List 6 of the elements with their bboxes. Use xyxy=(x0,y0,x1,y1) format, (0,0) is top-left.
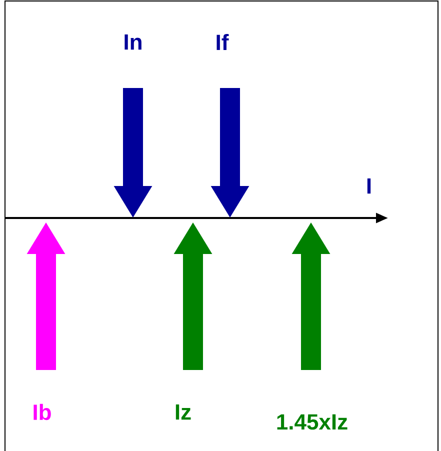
current-label: Iz xyxy=(176,404,191,420)
current-label: If xyxy=(216,34,229,50)
current-label: 1.45xIz xyxy=(277,414,348,430)
current-label: Ib xyxy=(34,404,51,420)
axis-label: I xyxy=(367,178,371,194)
current-label: In xyxy=(124,34,142,50)
